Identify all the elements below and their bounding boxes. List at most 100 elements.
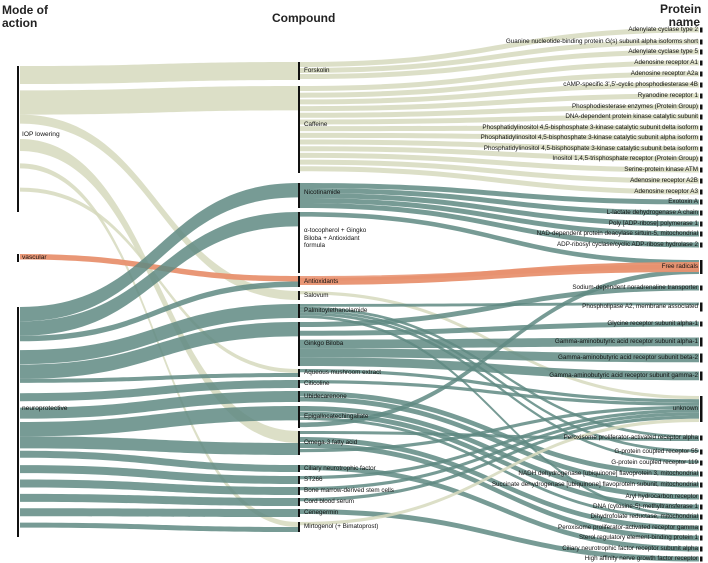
protein-label-27: Gamma-aminobutyric acid receptor subunit… <box>549 372 698 379</box>
compound-bar-ubidecarenone <box>298 391 300 402</box>
protein-bar-8 <box>700 114 703 120</box>
compound-label-citicoline: Citicoline <box>304 380 330 387</box>
flow-link <box>300 412 699 491</box>
compound-label-ubidecarenone: Ubidecarenone <box>304 392 347 400</box>
protein-bar-1 <box>700 39 703 45</box>
protein-label-34: Aryl hydrocarbon receptor <box>625 493 698 500</box>
flow-link <box>300 312 699 464</box>
flow-link <box>300 369 699 403</box>
protein-label-3: Adenosine receptor A1 <box>634 59 698 66</box>
protein-bar-34 <box>700 494 703 500</box>
protein-bar-15 <box>700 189 703 195</box>
protein-label-25: Gamma-aminobutyric acid receptor subunit… <box>554 338 698 345</box>
protein-label-29: Peroxisome proliferator-activated recept… <box>563 434 698 441</box>
compound-label-salovum: Salovum <box>304 291 329 299</box>
protein-bar-33 <box>700 482 703 488</box>
protein-bar-6 <box>700 93 703 99</box>
protein-label-10: Phosphatidylinositol 4,5-bisphosphate 3-… <box>480 134 698 141</box>
flow-link <box>300 49 699 79</box>
protein-label-11: Phosphatidylinositol 4,5-bisphosphate 3-… <box>483 145 698 152</box>
compound-label-caffeine: Caffeine <box>304 121 328 128</box>
flow-link <box>20 86 298 115</box>
flow-link <box>20 493 298 506</box>
flow-link <box>300 146 699 162</box>
protein-bar-14 <box>700 178 703 184</box>
flow-link <box>20 406 298 437</box>
protein-label-18: Poly [ADP-ribose] polymerase 1 <box>608 220 698 227</box>
protein-bar-22 <box>700 285 703 291</box>
flow-link <box>300 380 699 406</box>
compound-label-cord: Cord blood serum <box>304 498 355 505</box>
compound-bar-ginkgo <box>298 322 300 366</box>
flow-link <box>300 125 699 132</box>
flow-link <box>300 132 699 141</box>
flow-link <box>20 508 298 517</box>
protein-label-14: Adenosine receptor A2B <box>630 177 698 184</box>
compound-bar-cntf <box>298 465 300 472</box>
mode-label-iop: IOP lowering <box>22 131 60 138</box>
flow-link <box>300 114 699 125</box>
protein-bar-17 <box>700 210 703 216</box>
protein-label-9: Phosphatidylinositol 4,5-bisphosphate 3-… <box>482 124 698 131</box>
protein-bar-26 <box>700 353 703 363</box>
protein-bar-21 <box>700 260 703 274</box>
protein-bar-25 <box>700 337 703 347</box>
protein-bar-2 <box>700 49 703 55</box>
compound-label-mushroom: Aqueous mushroom extract <box>304 369 381 376</box>
flow-link <box>20 373 298 383</box>
compound-label-forskolin: Forskolin <box>304 67 330 74</box>
protein-label-37: Peroxisome proliferator-activated recept… <box>558 524 698 531</box>
flow-link <box>300 203 699 248</box>
compound-bar-mirtogenol <box>298 522 300 532</box>
compound-label-cenegermin: Cenegermin <box>304 509 339 516</box>
compound-bar-salovum <box>298 291 300 300</box>
flow-link <box>300 152 699 173</box>
flow-link <box>20 465 298 484</box>
protein-label-24: Glycine receptor subunit alpha-1 <box>607 320 698 327</box>
flow-link <box>300 509 699 562</box>
protein-bar-36 <box>700 514 703 520</box>
compound-bar-forskolin <box>298 62 300 80</box>
protein-label-2: Adenylate cyclase type 5 <box>628 48 698 55</box>
flow-link <box>300 431 699 441</box>
flow-link <box>300 39 699 73</box>
protein-bar-4 <box>700 71 703 77</box>
compound-bar-mushroom <box>298 369 300 377</box>
flow-link <box>300 27 699 67</box>
flow-link <box>300 415 699 502</box>
flow-link <box>300 104 699 118</box>
compound-label-nicotinamide: Nicotinamide <box>304 189 341 196</box>
flow-link <box>300 321 699 336</box>
flow-link <box>20 391 298 419</box>
flow-link <box>20 212 298 336</box>
flow-link <box>300 337 699 349</box>
flow-link <box>300 348 699 363</box>
flow-link <box>20 139 298 443</box>
protein-bar-3 <box>700 60 703 66</box>
compound-bar-antiox <box>298 276 300 287</box>
mode-bar-vasc <box>17 254 19 262</box>
flow-link <box>20 450 298 472</box>
protein-label-32: NADH dehydrogenase [ubiquinone] flavopro… <box>518 470 698 477</box>
compound-bar-cord <box>298 498 300 506</box>
flow-link <box>20 281 298 342</box>
flow-link <box>300 405 699 453</box>
protein-bar-38 <box>700 535 703 541</box>
protein-bar-40 <box>700 556 703 562</box>
flow-link <box>20 322 298 379</box>
protein-bar-0 <box>700 27 703 33</box>
flow-link <box>300 309 699 453</box>
compound-label-st266: ST266 <box>304 476 323 483</box>
protein-bar-20 <box>700 242 703 248</box>
flow-link <box>300 418 699 526</box>
flow-link <box>300 269 699 428</box>
flow-link <box>20 436 298 455</box>
protein-bar-19 <box>700 231 703 237</box>
compound-bar-cenegermin <box>298 509 300 517</box>
compound-label-antiox: Antioxidants <box>304 277 339 285</box>
protein-bar-13 <box>700 167 703 173</box>
flow-link <box>20 522 298 532</box>
compound-bar-toco <box>298 212 300 273</box>
compound-label-pea: Palmitoylethanolamide <box>304 307 368 314</box>
protein-label-5: cAMP-specific 3',5'-cyclic phosphodieste… <box>563 81 698 88</box>
